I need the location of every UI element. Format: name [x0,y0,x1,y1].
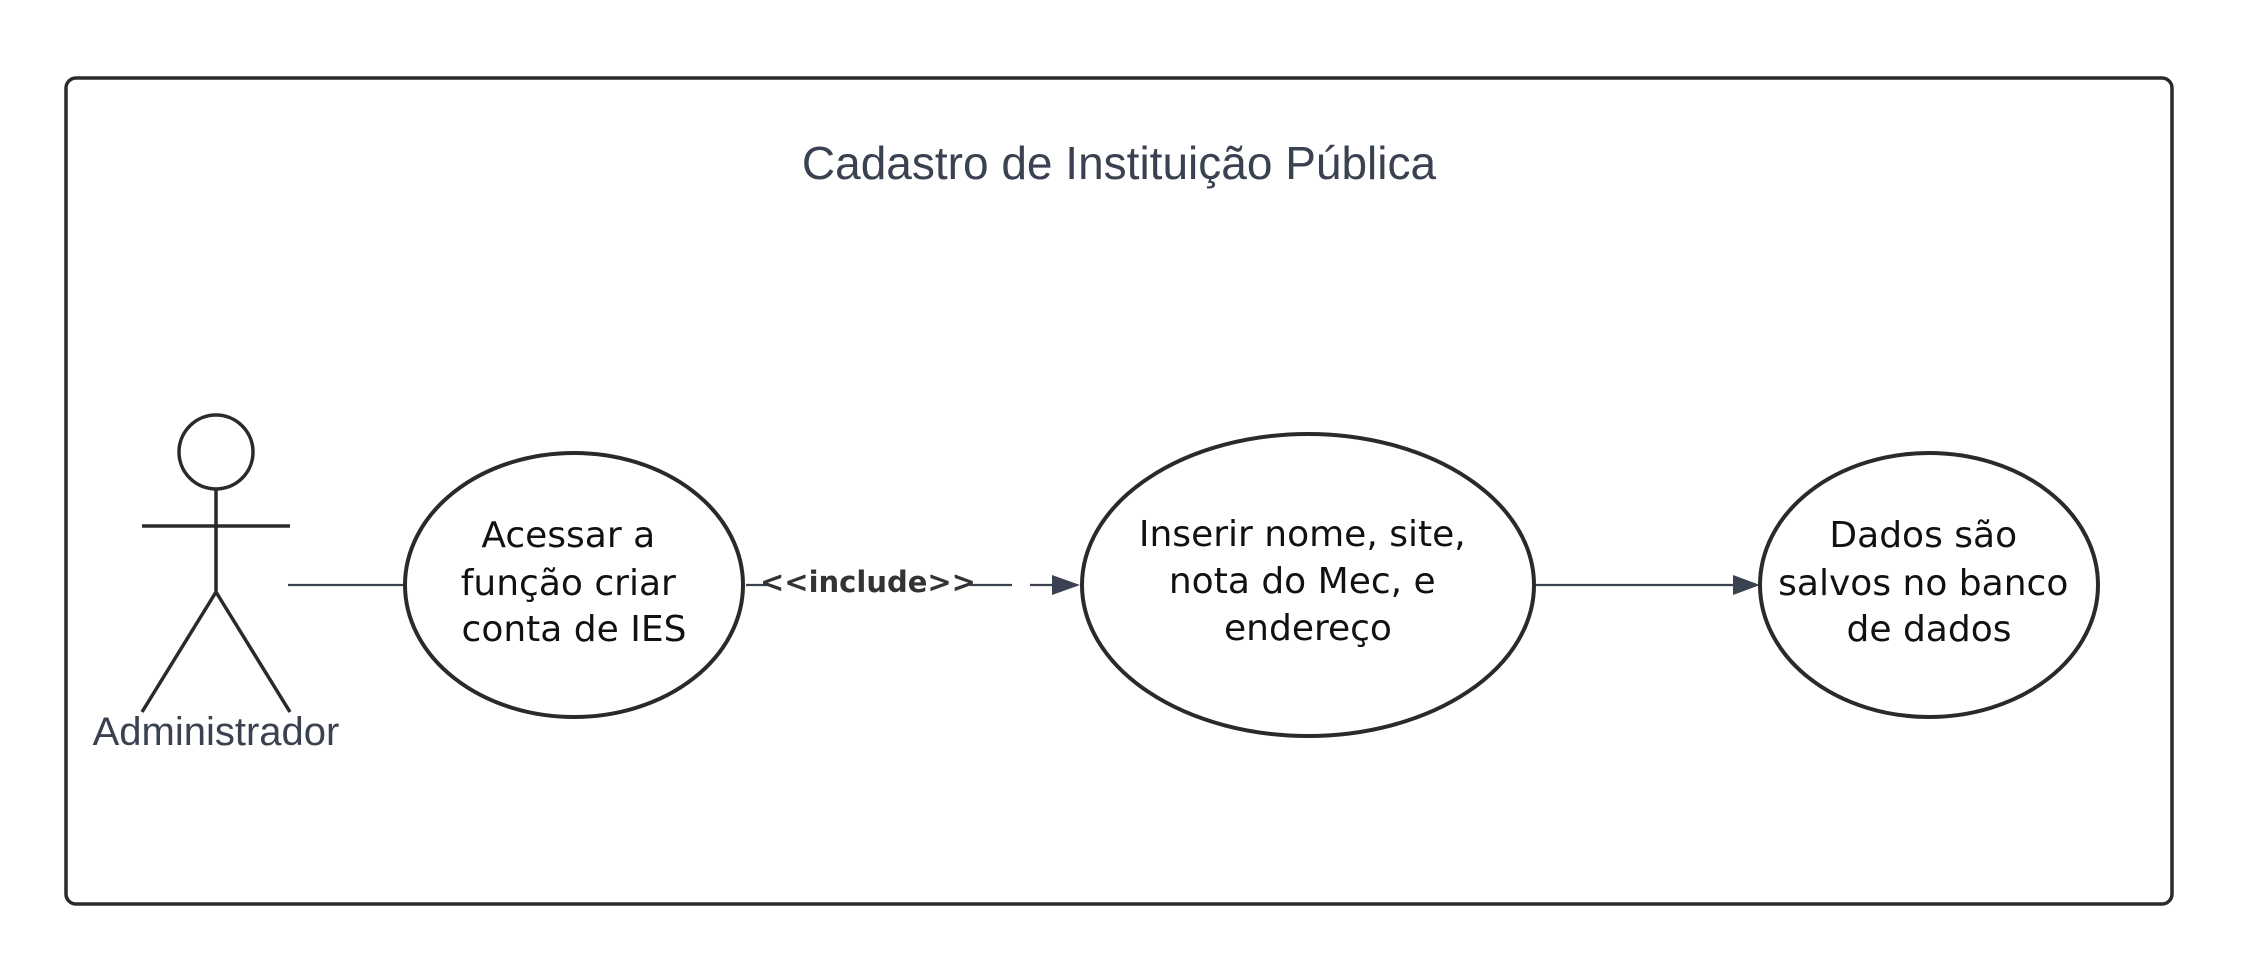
system-title: Cadastro de Instituição Pública [802,137,1437,189]
use-case-1: Acessar a função criar conta de IES [403,451,745,719]
directed-relationship [1536,575,1760,595]
use-case-3: Dados são salvos no banco de dados [1758,451,2100,719]
use-case-1-line-2: função criar [461,563,676,604]
actor-leg-left [140,591,218,713]
use-case-1-text: Acessar a função criar conta de IES [461,515,688,650]
use-case-3-line-3: de dados [1847,609,2012,650]
use-case-2-line-2: nota do Mec, e [1169,561,1436,602]
use-case-1-ellipse [403,451,745,719]
use-case-2-ellipse [1080,432,1536,738]
system-boundary [64,76,2174,906]
use-case-2-line-3: endereço [1224,608,1392,649]
actor-label: Administrador [93,710,340,754]
include-arrowhead [1052,575,1080,595]
directed-arrowhead [1733,575,1760,595]
use-case-3-line-1: Dados são [1829,515,2017,556]
use-case-2-text: Inserir nome, site, nota do Mec, e ender… [1139,514,1477,649]
actor-administrador: Administrador [93,413,340,754]
use-case-1-line-3: conta de IES [462,609,687,650]
use-case-3-line-2: salvos no banco [1778,563,2068,604]
use-case-1-line-1: Acessar a [481,515,655,556]
include-label: <<include>> [760,565,976,599]
actor-leg-right [214,591,292,713]
use-case-2-line-1: Inserir nome, site, [1139,514,1466,555]
use-case-3-text: Dados são salvos no banco de dados [1778,515,2080,650]
include-relationship: <<include>> [746,565,1080,599]
use-case-2: Inserir nome, site, nota do Mec, e ender… [1080,432,1536,738]
actor-head [177,413,255,491]
use-case-3-ellipse [1758,451,2100,719]
